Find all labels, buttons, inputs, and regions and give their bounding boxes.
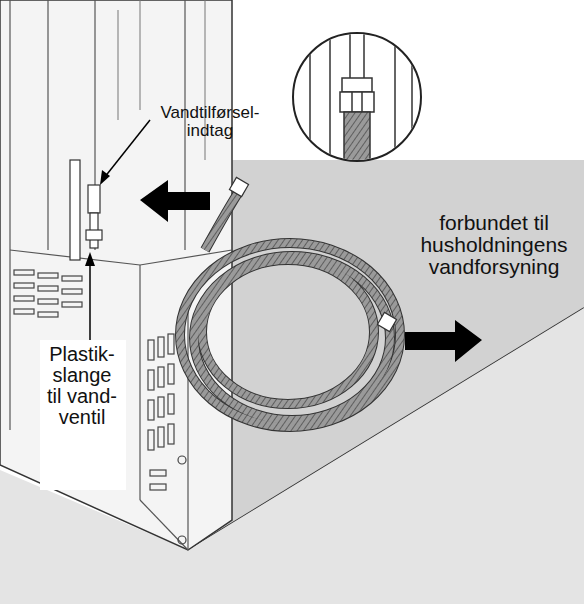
floor-front: [0, 308, 584, 604]
leader-line: [89, 262, 91, 340]
label-background: [40, 340, 126, 490]
water-inlet: [88, 185, 100, 213]
connection-note: forbundet til husholdningens vandforsyni…: [408, 212, 580, 278]
vent-grille: [14, 270, 186, 544]
leader-line: [104, 120, 150, 178]
part-label: Plastik- slange til vand- ventil: [44, 344, 120, 428]
braided-hose: [180, 190, 400, 427]
fridge-back: [0, 0, 232, 550]
direction-arrow: [405, 320, 482, 362]
plastic-tube: [70, 160, 80, 260]
direction-arrow: [140, 180, 210, 222]
part-label: Vandtilførsel- indtag: [150, 104, 270, 140]
